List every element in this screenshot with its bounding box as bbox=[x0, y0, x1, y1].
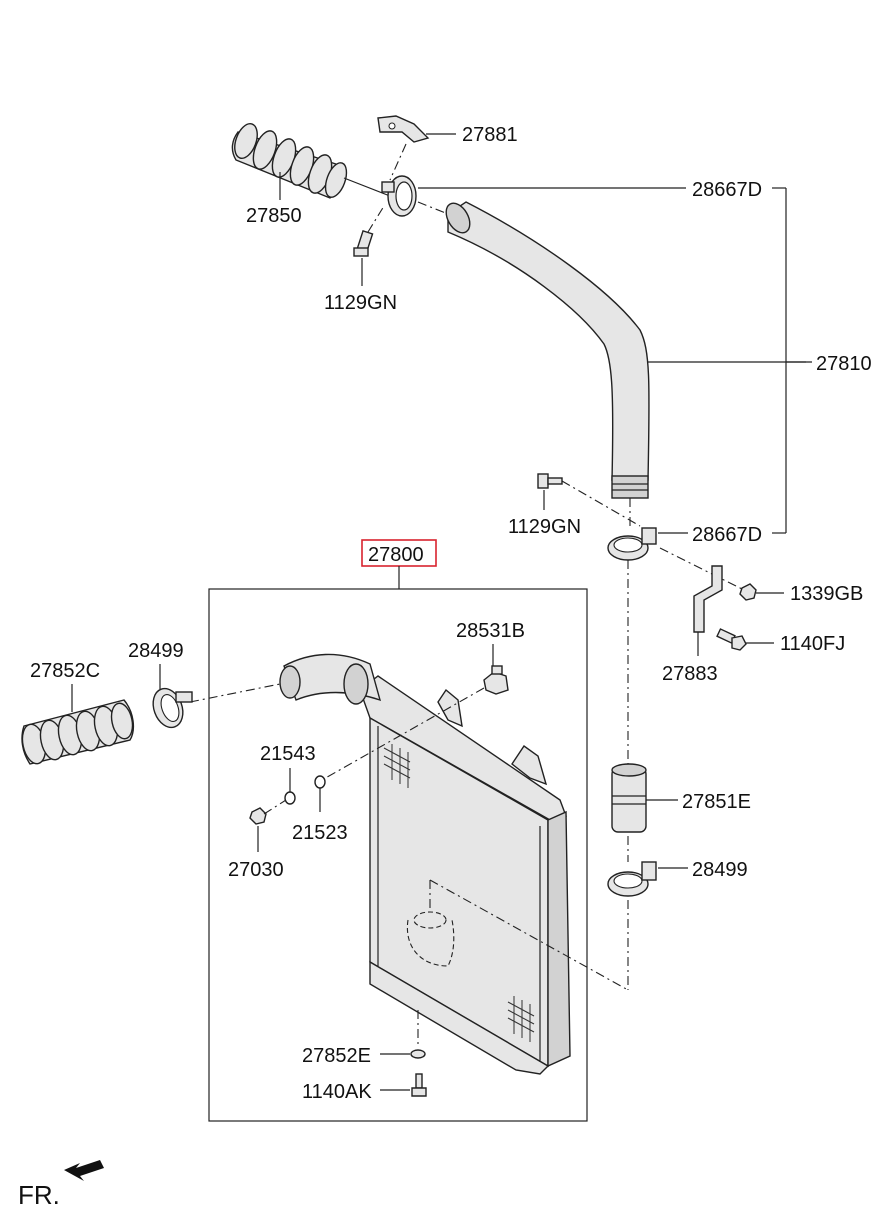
clamp-28667D-top bbox=[381, 175, 417, 217]
bolt-1129GN-top bbox=[353, 230, 374, 257]
hose-27852C bbox=[21, 699, 135, 765]
bracket-27883 bbox=[693, 565, 723, 633]
hose-27850 bbox=[231, 123, 348, 199]
front-label: FR. bbox=[18, 1180, 60, 1210]
label-27030: 27030 bbox=[228, 859, 284, 881]
clamp-28499-right bbox=[607, 861, 657, 897]
label-21523: 21523 bbox=[292, 822, 348, 844]
label-1140AK: 1140AK bbox=[302, 1081, 372, 1103]
label-27881: 27881 bbox=[462, 124, 518, 146]
inlet-hose bbox=[279, 653, 382, 705]
assembly-27800-frame bbox=[208, 588, 588, 1122]
label-27883: 27883 bbox=[662, 663, 718, 685]
label-27851E: 27851E bbox=[682, 791, 751, 813]
clamp-28667D-bottom bbox=[607, 527, 657, 561]
pipe-27810 bbox=[445, 201, 650, 499]
bracket-27881 bbox=[377, 115, 430, 143]
bolt-1140FJ bbox=[716, 628, 747, 651]
clamp-28499-left bbox=[152, 687, 193, 729]
oring-21543 bbox=[284, 791, 296, 805]
bolt-1129GN-mid bbox=[537, 473, 563, 489]
label-27810: 27810 bbox=[816, 353, 872, 375]
oring-21523 bbox=[314, 775, 326, 789]
label-1339GB: 1339GB bbox=[790, 583, 863, 605]
sensor-28531B bbox=[483, 665, 509, 695]
intercooler-core bbox=[359, 675, 571, 1075]
label-27852E: 27852E bbox=[302, 1045, 371, 1067]
label-1129GN-mid: 1129GN bbox=[508, 516, 581, 538]
label-28667D-bottom: 28667D bbox=[692, 524, 762, 546]
label-28499-right: 28499 bbox=[692, 859, 748, 881]
label-27852C: 27852C bbox=[30, 660, 100, 682]
nut-1339GB bbox=[739, 583, 757, 601]
label-21543: 21543 bbox=[260, 743, 316, 765]
label-28531B: 28531B bbox=[456, 620, 525, 642]
label-1140FJ: 1140FJ bbox=[780, 633, 845, 655]
label-27800: 27800 bbox=[368, 544, 424, 566]
hose-27851E bbox=[611, 763, 647, 833]
arrow-icon bbox=[64, 1160, 104, 1181]
nut-27030 bbox=[249, 807, 267, 825]
label-28667D-top: 28667D bbox=[692, 179, 762, 201]
cap-27852E bbox=[410, 1049, 426, 1059]
bolt-1140AK bbox=[411, 1073, 427, 1097]
label-27850: 27850 bbox=[246, 205, 302, 227]
label-1129GN-top: 1129GN bbox=[324, 292, 397, 314]
label-28499-left: 28499 bbox=[128, 640, 184, 662]
